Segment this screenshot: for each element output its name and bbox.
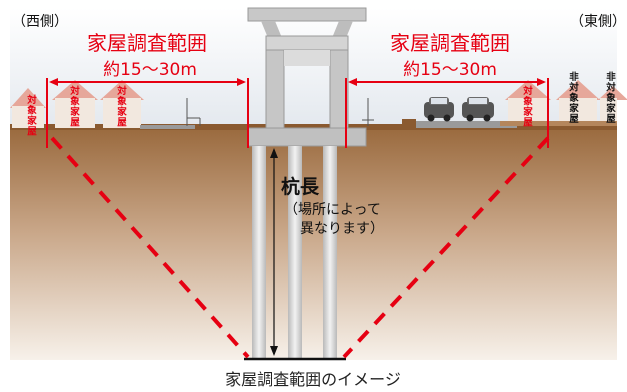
east-distance-label: 約15～30m — [403, 60, 497, 80]
east-survey-range-title: 家屋調査範囲 — [390, 31, 510, 55]
west-survey-range-title: 家屋調査範囲 — [87, 31, 207, 55]
east-influence-line — [342, 136, 550, 359]
west-fence — [186, 98, 201, 126]
caption: 家屋調査範囲のイメージ — [225, 370, 401, 389]
west-distance-label: 約15～30m — [103, 60, 197, 80]
west-label: （西側） — [12, 14, 68, 30]
east-road — [402, 121, 517, 128]
ground — [10, 128, 617, 360]
east-fence — [362, 98, 374, 126]
west-influence-line — [50, 136, 250, 359]
east-curb — [402, 119, 416, 128]
piles — [252, 146, 337, 360]
east-houses — [505, 80, 627, 124]
pile-note-line1: （場所によって — [284, 202, 381, 218]
east-yard — [500, 121, 617, 126]
west-range-bracket — [46, 78, 249, 148]
car-icon — [462, 97, 494, 122]
east-range-bracket — [345, 78, 549, 148]
pile-length-label: 杭長 — [281, 175, 320, 198]
house-label-non-target: 非対象家屋 — [568, 71, 579, 125]
west-road — [140, 125, 195, 129]
pile-note-line2: 異なります） — [300, 221, 384, 237]
house-label-target: 対象家屋 — [26, 94, 37, 138]
ground-surface — [10, 124, 617, 130]
house-label-target: 対象家屋 — [522, 85, 533, 129]
car-icon — [424, 97, 454, 122]
house-label-non-target: 非対象家屋 — [605, 71, 616, 125]
pile-length-arrow — [244, 148, 346, 361]
house-label-target: 対象家屋 — [116, 85, 127, 129]
bridge-pier — [247, 7, 367, 147]
west-target-houses — [10, 80, 144, 128]
east-label: （東側） — [570, 14, 626, 30]
house-label-target: 対象家屋 — [69, 85, 80, 129]
